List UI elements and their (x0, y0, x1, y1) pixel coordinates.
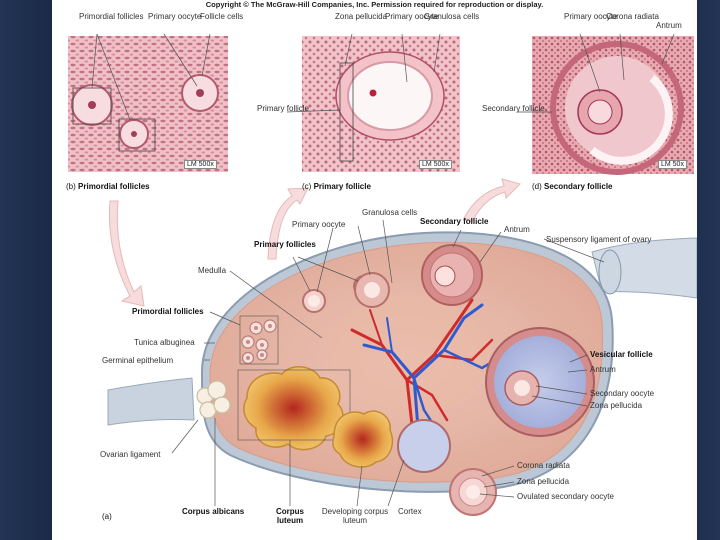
label-primary-follicles: Primary follicles (254, 240, 316, 249)
label-antrum-top: Antrum (504, 225, 530, 234)
label-b-primary-oocyte: Primary oocyte (148, 12, 201, 21)
caption-b: (b) Primordial follicles (66, 182, 150, 191)
label-c-primary-follicle: Primary follicle (257, 104, 309, 113)
label-tunica-albuginea: Tunica albuginea (134, 338, 195, 347)
label-secondary-follicle: Secondary follicle (420, 217, 488, 226)
label-b-follicle-cells: Follicle cells (200, 12, 243, 21)
label-ovulated-secondary-oocyte: Ovulated secondary oocyte (517, 492, 614, 501)
label-corpus-luteum: Corpus luteum (270, 507, 310, 525)
label-developing-corpus-luteum: Developing corpus luteum (320, 507, 390, 525)
caption-d: (d) Secondary follicle (532, 182, 612, 191)
label-primary-oocyte: Primary oocyte (292, 220, 345, 229)
figure-svg (52, 0, 697, 540)
label-cortex: Cortex (398, 507, 422, 516)
label-antrum-vesicular: Antrum (590, 365, 616, 374)
label-medulla: Medulla (198, 266, 226, 275)
scale-c: LM 500x (419, 160, 452, 169)
label-germinal-epithelium: Germinal epithelium (102, 356, 173, 365)
label-secondary-oocyte: Secondary oocyte (590, 389, 654, 398)
scale-d: LM 50x (658, 160, 687, 169)
label-d-secondary-follicle: Secondary follicle (482, 104, 545, 113)
label-ovarian-ligament: Ovarian ligament (100, 450, 160, 459)
label-suspensory-ligament: Suspensory ligament of ovary (546, 235, 651, 244)
label-granulosa-cells: Granulosa cells (362, 208, 417, 217)
label-corpus-albicans: Corpus albicans (182, 507, 244, 516)
label-c-granulosa-cells: Granulosa cells (424, 12, 479, 21)
micrograph-b (68, 34, 228, 172)
scale-b: LM 500x (184, 160, 217, 169)
label-zona-pellucida: Zona pellucida (590, 401, 642, 410)
micrograph-c (287, 34, 460, 172)
label-c-zona-pellucida: Zona pellucida (335, 12, 387, 21)
label-primordial-follicles: Primordial follicles (132, 307, 204, 316)
caption-a: (a) (102, 512, 112, 521)
label-vesicular-follicle: Vesicular follicle (590, 350, 653, 359)
figure-sheet: Copyright © The McGraw-Hill Companies, I… (52, 0, 697, 540)
label-d-corona-radiata: Corona radiata (606, 12, 659, 21)
label-zona-pellucida-ovulated: Zona pellucida (517, 477, 569, 486)
caption-c: (c) Primary follicle (302, 182, 371, 191)
label-d-antrum: Antrum (656, 21, 682, 30)
label-corona-radiata: Corona radiata (517, 461, 570, 470)
label-b-primordial-follicles: Primordial follicles (79, 12, 143, 21)
